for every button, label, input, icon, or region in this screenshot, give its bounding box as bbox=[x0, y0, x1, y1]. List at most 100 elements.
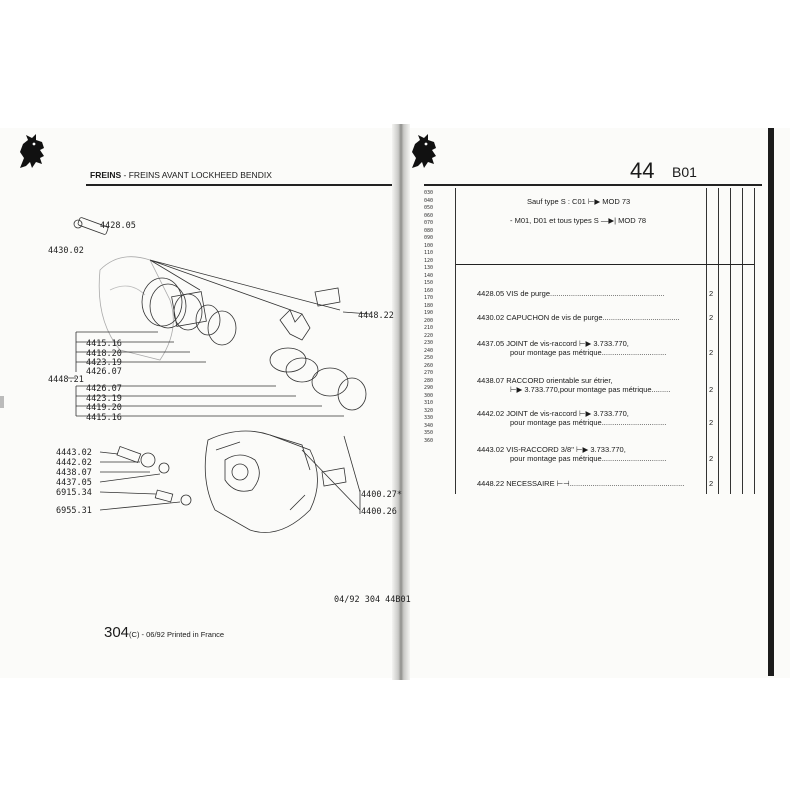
peugeot-lion-logo-icon-right bbox=[412, 134, 436, 168]
line-number-column: 030 040 050 060 070 080 090 100 110 120 … bbox=[424, 190, 444, 445]
group-number: 44 bbox=[630, 158, 655, 183]
callout-4426-07: 4426.07 bbox=[86, 367, 122, 377]
item-row: 4437.05 JOINT de vis-raccord ⊢▶ 3.733.77… bbox=[477, 339, 629, 348]
line-number: 120 bbox=[424, 257, 434, 264]
callout-4423-19-b: 4423.19 bbox=[86, 394, 122, 404]
header-brand: FREINS bbox=[90, 170, 122, 180]
item-row: 4443.02 VIS-RACCORD 3/8" ⊢▶ 3.733.770, bbox=[477, 445, 626, 454]
callout-4442-02: 4442.02 bbox=[56, 458, 92, 468]
condition-1: Sauf type S : C01 ⊢▶ MOD 73 bbox=[527, 197, 631, 206]
line-number: 200 bbox=[424, 317, 434, 324]
line-number: 140 bbox=[424, 272, 434, 279]
line-number: 240 bbox=[424, 347, 434, 354]
right-page-edge bbox=[768, 128, 774, 676]
item-desc: VIS-RACCORD 3/8" ⊢▶ 3.733.770, bbox=[506, 445, 626, 454]
line-number: 130 bbox=[424, 265, 434, 271]
callout-4438-07: 4438.07 bbox=[56, 468, 92, 478]
item-ref: 4448.22 bbox=[477, 479, 505, 488]
line-number: 270 bbox=[424, 370, 434, 376]
item-ref: 4438.07 bbox=[477, 376, 505, 385]
line-number: 340 bbox=[424, 422, 434, 429]
item-desc: JOINT de vis-raccord ⊢▶ 3.733.770, bbox=[506, 339, 629, 348]
table-border-left bbox=[455, 188, 456, 494]
line-number: 060 bbox=[424, 212, 434, 219]
conditions-rule bbox=[456, 264, 754, 265]
line-number: 160 bbox=[424, 287, 434, 294]
line-number: 080 bbox=[424, 227, 434, 234]
item-desc-continued: pour montage pas métrique...............… bbox=[510, 348, 667, 357]
line-number: 250 bbox=[424, 355, 434, 361]
right-page bbox=[400, 128, 790, 678]
callout-4419-20: 4419.20 bbox=[86, 403, 122, 413]
book-gutter bbox=[392, 124, 410, 680]
brake-caliper-exploded-diagram bbox=[68, 217, 371, 533]
line-number: 350 bbox=[424, 430, 434, 436]
item-ref: 4437.05 bbox=[477, 339, 505, 348]
left-header: FREINS - FREINS AVANT LOCKHEED BENDIX bbox=[90, 170, 272, 180]
callout-4448-21: 4448.21 bbox=[48, 375, 84, 385]
item-ref: 4442.02 bbox=[477, 409, 505, 418]
left-footer: 304(C) - 06/92 Printed in France bbox=[104, 624, 224, 642]
line-number: 030 bbox=[424, 190, 434, 196]
item-row: 4428.05 VIS de purge....................… bbox=[477, 289, 665, 298]
callout-4426-07-b: 4426.07 bbox=[86, 384, 122, 394]
footer-model: 304 bbox=[104, 624, 130, 641]
item-desc: CAPUCHON de vis de purge................… bbox=[506, 313, 680, 322]
left-page bbox=[0, 128, 400, 678]
callout-4448-22: 4448.22 bbox=[358, 311, 394, 321]
right-header-rule bbox=[424, 184, 762, 186]
line-number: 220 bbox=[424, 332, 434, 339]
callout-4428-05: 4428.05 bbox=[100, 221, 136, 231]
callout-4400-27: 4400.27* bbox=[361, 490, 402, 500]
item-desc-continued: ⊢▶ 3.733.770,pour montage pas métrique..… bbox=[510, 385, 671, 394]
callout-6915-34: 6915.34 bbox=[56, 488, 92, 498]
line-number: 110 bbox=[424, 250, 434, 256]
table-border-desc bbox=[706, 188, 707, 494]
line-number: 230 bbox=[424, 340, 434, 346]
line-number: 320 bbox=[424, 407, 434, 414]
line-number: 260 bbox=[424, 362, 434, 369]
item-ref: 4430.02 bbox=[477, 313, 505, 322]
item-ref: 4428.05 bbox=[477, 289, 505, 298]
item-desc: JOINT de vis-raccord ⊢▶ 3.733.770, bbox=[506, 409, 629, 418]
line-number: 090 bbox=[424, 235, 434, 241]
callout-4415-16: 4415.16 bbox=[86, 339, 122, 349]
item-qty: 2 bbox=[709, 479, 714, 488]
line-number: 050 bbox=[424, 205, 434, 211]
item-desc: RACCORD orientable sur étrier, bbox=[506, 376, 613, 385]
item-desc: VIS de purge............................… bbox=[506, 289, 665, 298]
item-row: 4448.22 NECESSAIRE ⊢⊣...................… bbox=[477, 479, 684, 488]
table-border-col4 bbox=[742, 188, 743, 494]
table-border-right bbox=[754, 188, 755, 494]
item-row: 4438.07 RACCORD orientable sur étrier, bbox=[477, 376, 613, 385]
peugeot-lion-logo-icon bbox=[20, 134, 44, 168]
callout-4400-26: 4400.26 bbox=[361, 507, 397, 517]
subgroup-code: B01 bbox=[672, 164, 697, 180]
item-ref: 4443.02 bbox=[477, 445, 505, 454]
line-number: 040 bbox=[424, 197, 434, 204]
callout-4430-02: 4430.02 bbox=[48, 246, 84, 256]
item-qty: 2 bbox=[709, 454, 714, 463]
line-number: 150 bbox=[424, 280, 434, 286]
line-number: 210 bbox=[424, 325, 434, 331]
line-number: 290 bbox=[424, 385, 434, 391]
item-desc-continued: pour montage pas métrique...............… bbox=[510, 454, 667, 463]
item-row: 4430.02 CAPUCHON de vis de purge........… bbox=[477, 313, 680, 322]
line-number: 100 bbox=[424, 242, 434, 249]
line-number: 070 bbox=[424, 220, 434, 226]
callout-6955-31: 6955.31 bbox=[56, 506, 92, 516]
item-row: 4442.02 JOINT de vis-raccord ⊢▶ 3.733.77… bbox=[477, 409, 629, 418]
callout-4423-19: 4423.19 bbox=[86, 358, 122, 368]
line-number: 310 bbox=[424, 400, 434, 406]
callout-4415-16-b: 4415.16 bbox=[86, 413, 122, 423]
scroll-marker[interactable] bbox=[0, 396, 4, 408]
line-number: 300 bbox=[424, 392, 434, 399]
item-qty: 2 bbox=[709, 313, 714, 322]
item-qty: 2 bbox=[709, 289, 714, 298]
callout-4437-05: 4437.05 bbox=[56, 478, 92, 488]
callout-4443-02: 4443.02 bbox=[56, 448, 92, 458]
line-number: 330 bbox=[424, 415, 434, 421]
footer-suffix: (C) - 06/92 Printed in France bbox=[129, 630, 225, 639]
left-header-rule bbox=[86, 184, 392, 186]
line-number: 360 bbox=[424, 437, 434, 444]
